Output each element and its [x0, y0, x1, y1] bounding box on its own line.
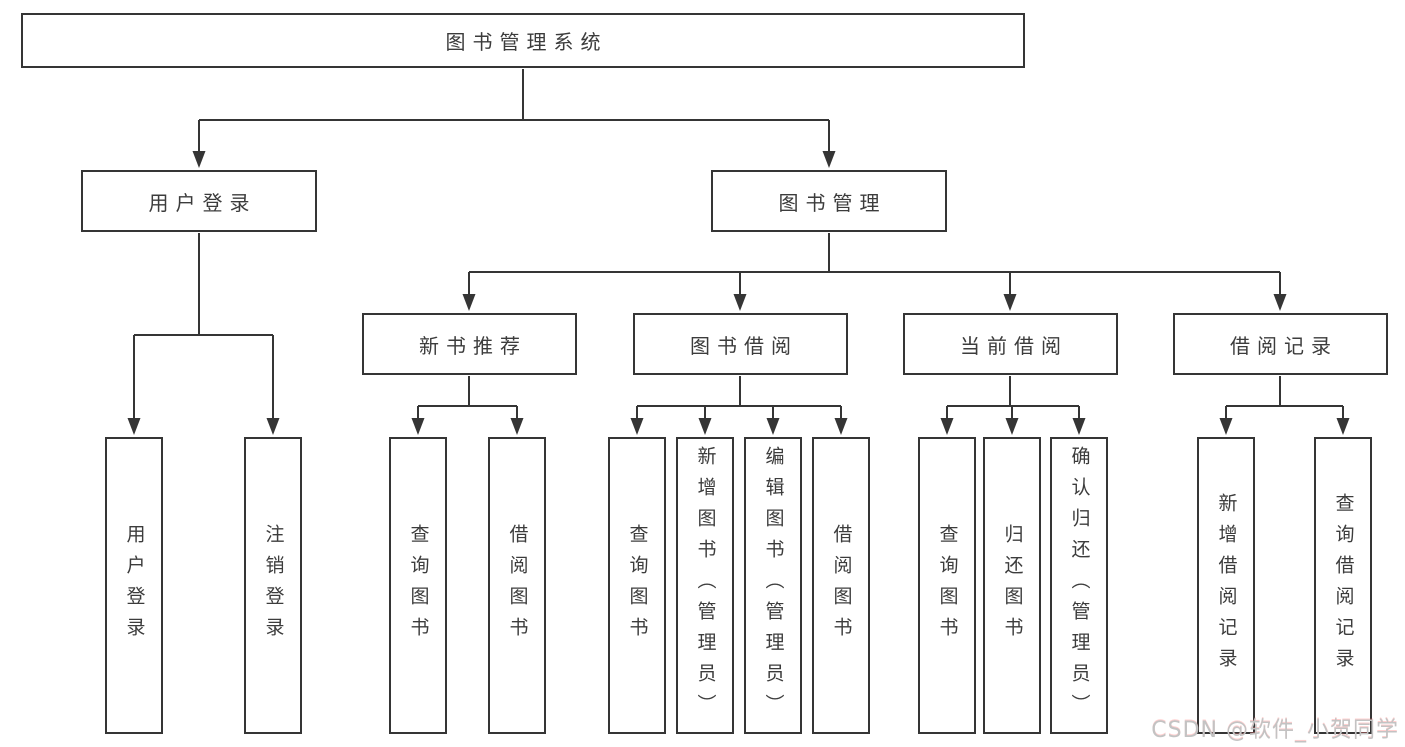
node-label: 图书借阅: [690, 333, 798, 358]
diagram-leaf-recommend-query-book: 查询图书: [389, 437, 447, 734]
node-label: 用户登录: [123, 523, 146, 648]
node-label: 当前借阅: [960, 333, 1068, 358]
node-label: 确认归还（管理员）: [1068, 446, 1091, 725]
node-label: 图书管理系统: [445, 30, 608, 54]
diagram-leaf-logout-login: 注销登录: [244, 437, 302, 734]
node-label: 借阅记录: [1230, 333, 1338, 358]
node-label: 新书推荐: [419, 333, 527, 358]
node-label: 图书管理: [778, 190, 887, 215]
diagram-leaf-return-book: 归还图书: [983, 437, 1041, 734]
diagram-leaf-current-query-book: 查询图书: [918, 437, 976, 734]
diagram-leaf-confirm-return-admin: 确认归还（管理员）: [1050, 437, 1108, 734]
diagram-leaf-borrow-query-book: 查询图书: [608, 437, 666, 734]
diagram-node-root: 图书管理系统: [21, 13, 1025, 68]
node-label: 查询图书: [626, 523, 649, 648]
node-label: 新增借阅记录: [1215, 492, 1238, 679]
diagram-node-new-book-recommend: 新书推荐: [362, 313, 577, 375]
diagram-leaf-recommend-borrow-book: 借阅图书: [488, 437, 546, 734]
node-label: 查询图书: [936, 523, 959, 648]
diagram-leaf-borrow-book: 借阅图书: [812, 437, 870, 734]
node-label: 编辑图书（管理员）: [762, 446, 785, 725]
diagram-node-book-management: 图书管理: [711, 170, 947, 232]
diagram-node-current-borrow: 当前借阅: [903, 313, 1118, 375]
diagram-node-user-login: 用户登录: [81, 170, 317, 232]
node-label: 用户登录: [148, 190, 257, 215]
node-label: 归还图书: [1001, 523, 1024, 648]
node-label: 借阅图书: [830, 523, 853, 648]
node-label: 注销登录: [262, 523, 285, 648]
node-label: 新增图书（管理员）: [694, 446, 717, 725]
diagram-node-borrow-record: 借阅记录: [1173, 313, 1388, 375]
diagram-leaf-query-borrow-record: 查询借阅记录: [1314, 437, 1372, 734]
diagram-leaf-add-book-admin: 新增图书（管理员）: [676, 437, 734, 734]
node-label: 借阅图书: [506, 523, 529, 648]
node-label: 查询图书: [407, 523, 430, 648]
diagram-leaf-user-login: 用户登录: [105, 437, 163, 734]
csdn-watermark: CSDN @软件_小贺同学: [1151, 718, 1399, 743]
node-label: 查询借阅记录: [1332, 492, 1355, 679]
diagram-node-book-borrow: 图书借阅: [633, 313, 848, 375]
diagram-leaf-add-borrow-record: 新增借阅记录: [1197, 437, 1255, 734]
diagram-leaf-edit-book-admin: 编辑图书（管理员）: [744, 437, 802, 734]
